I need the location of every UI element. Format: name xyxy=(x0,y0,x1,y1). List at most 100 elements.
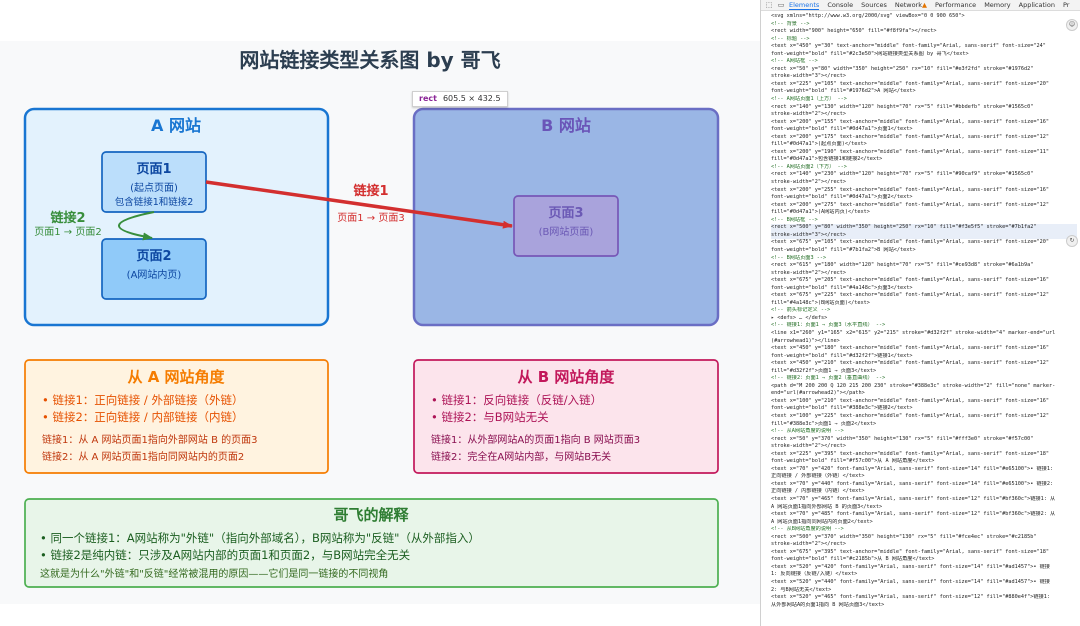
dom-line[interactable]: stroke-width="2"></rect> xyxy=(771,269,846,276)
dom-line[interactable]: stroke-width="3"></rect> xyxy=(771,73,846,80)
dom-line[interactable]: <!-- B网站框 --> xyxy=(771,216,818,223)
page1-description: 包含链接1和链接2 xyxy=(115,196,194,208)
dom-line[interactable]: fill="#0d47a1">(A网站内页)</text> xyxy=(771,209,870,216)
dom-line[interactable]: fill="#0d47a1">包含链接1和链接2</text> xyxy=(771,156,883,163)
device-toolbar-icon[interactable]: ▭ xyxy=(777,0,785,9)
dom-line[interactable]: <!-- 链接2：页面1 → 页面2（垂直曲线） --> xyxy=(771,375,886,382)
dom-line[interactable]: stroke-width="2"></rect> xyxy=(771,541,846,548)
dom-line[interactable]: <svg xmlns="http://www.w3.org/2000/svg" … xyxy=(771,13,965,19)
tab-performance[interactable]: Performance xyxy=(934,1,977,9)
dom-line[interactable]: <text x="450" y="210" text-anchor="middl… xyxy=(771,360,1049,367)
dom-line[interactable]: <!-- 从A网站角度的说明 --> xyxy=(771,428,844,435)
dom-line[interactable]: A 网站页面1指向外部网站 B 的页面3</text> xyxy=(771,503,883,510)
dom-line[interactable]: fill="#388e3c">页面1 → 页面2</text> xyxy=(771,420,877,427)
page1-title: 页面1 xyxy=(136,162,171,177)
dom-line[interactable]: <text x="675" y="225" text-anchor="middl… xyxy=(771,292,1049,299)
dom-line[interactable]: <rect width="900" height="650" fill="#f8… xyxy=(771,28,937,35)
dom-line[interactable]: <rect x="500" y="370" width="350" height… xyxy=(771,533,1037,540)
dom-line[interactable]: <rect x="50" y="80" width="350" height="… xyxy=(771,65,1034,72)
view-b-note1: 链接1：从外部网站A的页面1指向 B 网站页面3 xyxy=(431,433,640,446)
dom-line[interactable]: fill="#4a148c">(B网站页面)</text> xyxy=(771,299,870,306)
dom-line[interactable]: <!-- 链接1：页面1 → 页面3（水平直线） --> xyxy=(771,322,886,329)
dom-line[interactable]: <text x="200" y="275" text-anchor="middl… xyxy=(771,201,1049,208)
dom-line[interactable]: fill="#0d47a1">(起点页面)</text> xyxy=(771,141,867,148)
dom-line[interactable]: A 网站页面1指向同网站内的页面2</text> xyxy=(771,518,873,525)
dom-line[interactable]: <rect x="50" y="370" width="350" height=… xyxy=(771,435,1034,442)
dom-line[interactable]: <text x="200" y="175" text-anchor="middl… xyxy=(771,133,1049,140)
dom-line[interactable]: <text x="450" y="30" text-anchor="middle… xyxy=(771,43,1046,50)
dom-line[interactable]: <text x="70" y="465" font-family="Arial,… xyxy=(771,496,1056,502)
dom-line[interactable]: stroke-width="2"></rect> xyxy=(771,111,846,118)
dom-line[interactable]: fill="#d32f2f">页面1 → 页面3</text> xyxy=(771,367,877,374)
dom-line[interactable]: <text x="200" y="255" text-anchor="middl… xyxy=(771,186,1049,193)
dom-line[interactable]: stroke-width="3"></rect> xyxy=(771,231,1077,240)
dom-line[interactable]: <text x="450" y="180" text-anchor="middl… xyxy=(771,345,1049,352)
dom-line[interactable]: font-weight="bold" fill="#0d47a1">页面1</t… xyxy=(771,126,913,133)
tab-memory[interactable]: Memory xyxy=(984,1,1011,9)
dom-line[interactable]: <text x="200" y="155" text-anchor="middl… xyxy=(771,118,1049,125)
dom-line[interactable]: 正向链接 / 外部链接（外链）</text> xyxy=(771,473,865,480)
dom-line[interactable]: stroke-width="2"></rect> xyxy=(771,443,846,450)
reveal-icon[interactable]: ↻ xyxy=(1066,235,1078,247)
dom-line[interactable]: <text x="200" y="190" text-anchor="middl… xyxy=(771,148,1049,155)
dom-line[interactable]: <!-- 标题 --> xyxy=(771,35,810,42)
tab-sources[interactable]: Sources xyxy=(861,1,887,9)
dom-line[interactable]: font-weight="bold" fill="#d32f2f">链接1</t… xyxy=(771,352,913,359)
dom-line[interactable]: <text x="520" y="465" font-family="Arial… xyxy=(771,594,1050,601)
accessibility-icon[interactable]: ☺ xyxy=(1066,19,1078,31)
view-b-box xyxy=(413,359,719,474)
inspect-element-icon[interactable]: ⬚ xyxy=(765,0,773,9)
dom-line[interactable]: <text x="100" y="210" text-anchor="middl… xyxy=(771,397,1049,404)
dom-line[interactable]: (#arrowhead1)"></line> xyxy=(771,337,840,344)
dom-line[interactable]: font-weight="bold" fill="#4a148c">页面3</t… xyxy=(771,284,913,291)
dom-line[interactable]: <rect x="140" y="230" width="120" height… xyxy=(771,171,1034,178)
tab-elements[interactable]: Elements xyxy=(789,0,820,10)
dom-line[interactable]: <text x="70" y="420" font-family="Arial,… xyxy=(771,465,1054,472)
dom-line[interactable]: <text x="675" y="205" text-anchor="middl… xyxy=(771,277,1049,284)
dom-line[interactable]: <rect x="140" y="130" width="120" height… xyxy=(771,103,1034,110)
tab-overflow[interactable]: Pr xyxy=(1062,1,1070,9)
dom-line[interactable]: <text x="70" y="440" font-family="Arial,… xyxy=(771,480,1054,487)
dom-line[interactable]: <!-- 从B网站角度的说明 --> xyxy=(771,526,844,533)
tab-console[interactable]: Console xyxy=(827,1,854,9)
dom-tree[interactable]: <svg xmlns="http://www.w3.org/2000/svg" … xyxy=(761,11,1080,626)
dom-line[interactable]: font-weight="bold" fill="#388e3c">链接2</t… xyxy=(771,405,913,412)
dom-line[interactable]: <text x="225" y="105" text-anchor="middl… xyxy=(771,80,1049,87)
dom-line[interactable]: font-weight="bold" fill="#1976d2">A 网站</… xyxy=(771,88,916,95)
dom-line[interactable]: <!-- 背景 --> xyxy=(771,20,810,27)
dom-line[interactable]: 1: 反向链接（反链/入链）</text> xyxy=(771,571,858,578)
dom-line[interactable]: font-weight="bold" fill="#0d47a1">页面2</t… xyxy=(771,194,913,201)
dom-line[interactable]: <!-- A网站页面1（上方） --> xyxy=(771,96,847,103)
tab-application[interactable]: Application xyxy=(1018,1,1055,9)
dom-line[interactable]: font-weight="bold" fill="#f57c00">从 A 网站… xyxy=(771,458,935,465)
dom-line[interactable]: font-weight="bold" fill="#2c3e50">网站链接类型… xyxy=(771,50,969,57)
dom-line[interactable]: stroke-width="2"></rect> xyxy=(771,179,846,186)
dom-line[interactable]: end="url(#arrowhead2)"></path> xyxy=(771,390,865,397)
dom-line[interactable]: <text x="520" y="440" font-family="Arial… xyxy=(771,579,1050,586)
dom-line[interactable]: <rect x="500" y="80" width="350" height=… xyxy=(771,224,1077,232)
dom-line[interactable]: font-weight="bold" fill="#c2185b">从 B 网站… xyxy=(771,556,935,563)
dom-line[interactable]: <text x="225" y="395" text-anchor="middl… xyxy=(771,450,1049,457)
dom-line[interactable]: <!-- A网站页面2（下方） --> xyxy=(771,163,847,170)
dom-line[interactable]: <text x="520" y="420" font-family="Arial… xyxy=(771,563,1050,570)
dom-line[interactable]: <text x="675" y="105" text-anchor="middl… xyxy=(771,239,1049,246)
dom-line[interactable]: <text x="100" y="225" text-anchor="middl… xyxy=(771,412,1049,419)
dom-line[interactable]: <!-- 箭头标记定义 --> xyxy=(771,307,831,314)
dom-line[interactable]: 从外部网站A的页面1指向 B 网站页面3</text> xyxy=(771,601,885,608)
dom-line[interactable]: <!-- B网站页面3 --> xyxy=(771,254,827,261)
dom-line[interactable]: 正向链接 / 内部链接（内链）</text> xyxy=(771,488,865,495)
dom-line[interactable]: <path d="M 200 200 Q 120 215 200 230" st… xyxy=(771,382,1056,389)
dom-line[interactable]: <rect x="615" y="180" width="120" height… xyxy=(771,262,1034,269)
dom-line[interactable]: ▸ <defs> … </defs> xyxy=(771,314,828,321)
view-a-note1: 链接1：从 A 网站页面1指向外部网站 B 的页面3 xyxy=(42,433,258,446)
dom-line[interactable]: <!-- A网站框 --> xyxy=(771,58,818,65)
page3-title: 页面3 xyxy=(548,206,583,221)
dom-line[interactable]: <line x1="260" y1="165" x2="615" y2="215… xyxy=(771,329,1056,336)
dom-line[interactable]: 2: 与B网站无关</text> xyxy=(771,586,832,593)
dom-line[interactable]: <text x="70" y="485" font-family="Arial,… xyxy=(771,511,1056,518)
site-b-label: B 网站 xyxy=(541,116,591,135)
dom-line[interactable]: <text x="675" y="395" text-anchor="middl… xyxy=(771,548,1049,555)
dom-line[interactable]: font-weight="bold" fill="#7b1fa2">B 网站</… xyxy=(771,246,916,253)
site-a-label: A 网站 xyxy=(151,116,201,135)
tab-network[interactable]: Network▲ xyxy=(895,1,927,9)
